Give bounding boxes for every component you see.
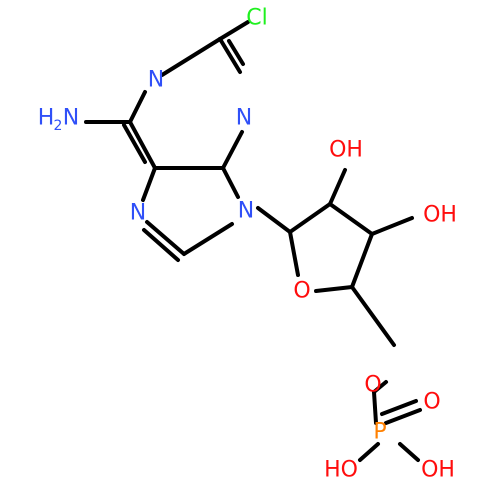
atom-amine-subscript: 2 (54, 118, 63, 134)
bond (122, 123, 147, 164)
atom-hydroxyl-upper: OH (329, 138, 363, 163)
bond (328, 168, 347, 206)
bond (370, 216, 414, 236)
bond (160, 37, 222, 77)
bond (218, 20, 250, 41)
bond (288, 230, 300, 277)
bond (145, 220, 186, 256)
bond (380, 399, 418, 416)
bond (218, 37, 242, 74)
bond (256, 206, 292, 234)
bond (182, 222, 234, 256)
atom-double-bond-oxygen: O (423, 390, 440, 415)
atom-chlorine: Cl (246, 6, 267, 31)
atom-n-pyrimidine-mid: N (236, 106, 252, 131)
bond (221, 130, 244, 170)
atom-hydroxyl-phosphate-left: HO (324, 458, 358, 483)
bond (128, 90, 147, 124)
bond (384, 408, 422, 425)
atom-amine-n: N (63, 106, 79, 131)
atom-amine-h: H (38, 106, 55, 131)
atom-phosphorus: P (373, 420, 386, 445)
bond (141, 166, 157, 202)
atom-hydroxyl-phosphate-right: OH (421, 458, 455, 483)
bond (288, 202, 332, 234)
atom-n7-imidazole: N (130, 201, 146, 226)
atom-n9-imidazole: N (238, 199, 254, 224)
atom-linker-oxygen: O (364, 373, 381, 398)
atom-ring-oxygen: O (293, 279, 310, 304)
bond (372, 390, 378, 425)
atom-n-pyrimidine-top: N (148, 68, 164, 93)
atom-hydroxyl-right: OH (423, 203, 457, 228)
bond (142, 228, 180, 262)
bond (358, 442, 380, 462)
bond (350, 285, 396, 347)
atom-labels: N Cl H 2 N N N N OH OH O O O P HO OH (38, 6, 457, 483)
bond (398, 442, 420, 462)
bond-layer (84, 20, 422, 462)
bond (314, 285, 354, 293)
bond (128, 120, 157, 170)
bond (372, 380, 388, 394)
bond (221, 166, 240, 199)
bond (328, 202, 374, 236)
bond (227, 39, 245, 66)
bond (350, 232, 374, 289)
